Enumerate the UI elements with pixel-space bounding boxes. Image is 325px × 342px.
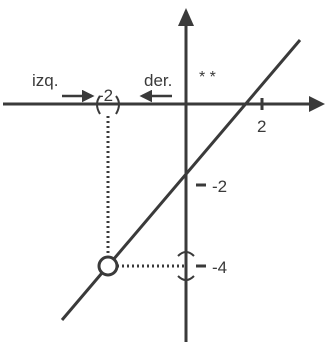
x-axis-arrowhead <box>309 96 325 112</box>
x-paren-left <box>96 95 101 115</box>
x-value-neg2: -2 <box>98 86 113 105</box>
y-paren-bottom <box>177 275 195 281</box>
y-tick-label-neg4: -4 <box>212 258 227 277</box>
open-point <box>97 255 119 277</box>
right-label: der. <box>144 71 172 90</box>
y-paren-top <box>177 251 195 257</box>
x-tick-label-2: 2 <box>257 117 266 136</box>
x-paren-right <box>115 95 120 115</box>
y-axis-arrowhead <box>178 8 194 26</box>
stars: * * <box>199 69 216 86</box>
y-tick-label-neg2: -2 <box>212 177 227 196</box>
left-label: izq. <box>32 71 58 90</box>
